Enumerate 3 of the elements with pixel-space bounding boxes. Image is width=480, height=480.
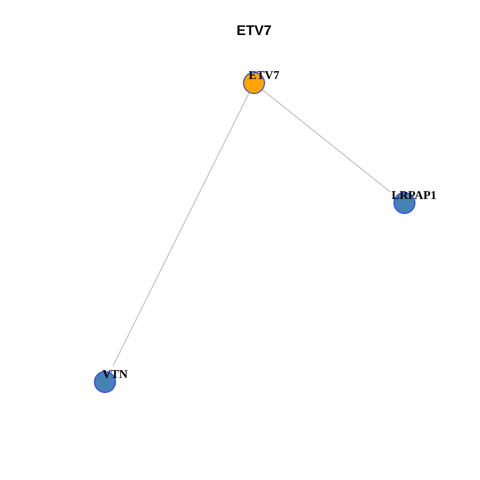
edge-line — [262, 89, 391, 193]
edge-line — [112, 92, 250, 366]
graph-title: ETV7 — [236, 21, 272, 39]
